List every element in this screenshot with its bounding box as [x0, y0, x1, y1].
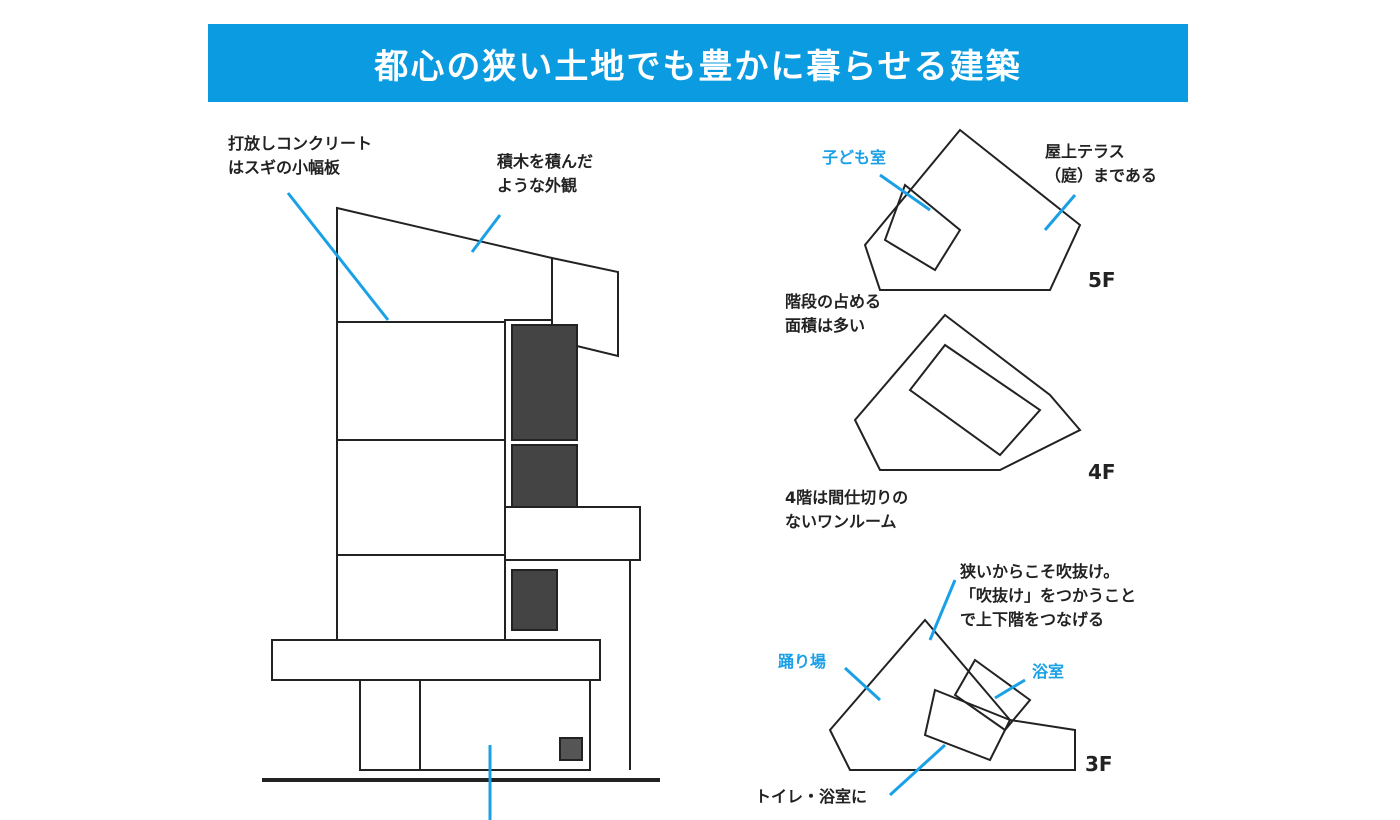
plan-3f	[828, 618, 1076, 771]
label-line: （庭）まである	[1045, 166, 1157, 185]
landing-label: 踊り場	[778, 652, 827, 671]
stairs-area-label: 階段の占める 面積は多い	[785, 290, 881, 338]
label-line: ような外観	[497, 176, 578, 195]
label-line: 屋上テラス	[1045, 142, 1125, 161]
title-banner: 都心の狭い土地でも豊かに暮らせる建築	[208, 24, 1188, 102]
label-line: 「吹抜け」をつかうこと	[960, 586, 1137, 605]
floor-label-4f: 4F	[1088, 460, 1116, 484]
concrete-label: 打放しコンクリート はスギの小幅板	[228, 132, 372, 180]
entrance-volume	[419, 679, 591, 771]
lower-slab	[271, 639, 601, 681]
top-cantilever	[551, 256, 619, 358]
window-upper	[511, 324, 578, 441]
floor-label-3f: 3F	[1085, 752, 1113, 776]
label-line: 積木を積んだ	[497, 152, 594, 171]
plan-4f	[853, 313, 1082, 471]
leader-lines	[286, 173, 1077, 820]
roof-terrace-label: 屋上テラス （庭）まである	[1045, 140, 1157, 188]
blocks-label: 積木を積んだ ような外観	[497, 150, 593, 198]
window-lower	[511, 569, 558, 631]
kids-room-label: 子ども室	[822, 148, 887, 167]
window-middle	[511, 444, 578, 508]
label-line: 4階は間仕切りの	[785, 488, 909, 507]
plan-5f	[863, 128, 1082, 291]
label-line: はスギの小幅板	[228, 158, 341, 177]
floor-label-5f: 5F	[1088, 268, 1116, 292]
label-line: で上下階をつなげる	[960, 610, 1105, 629]
void-label: 狭いからこそ吹抜け。 「吹抜け」をつかうこと で上下階をつなげる	[960, 560, 1136, 632]
label-line: ないワンルーム	[785, 512, 897, 531]
bathroom-label: 浴室	[1032, 662, 1065, 681]
toilet-label: トイレ・浴室に	[755, 787, 868, 806]
one-room-label: 4階は間仕切りの ないワンルーム	[785, 486, 908, 534]
label-line: 面積は多い	[785, 316, 866, 335]
label-line: 階段の占める	[785, 292, 882, 311]
balcony	[504, 506, 641, 561]
label-line: 狭いからこそ吹抜け。	[960, 562, 1120, 581]
label-line: 打放しコンクリート	[228, 134, 373, 153]
